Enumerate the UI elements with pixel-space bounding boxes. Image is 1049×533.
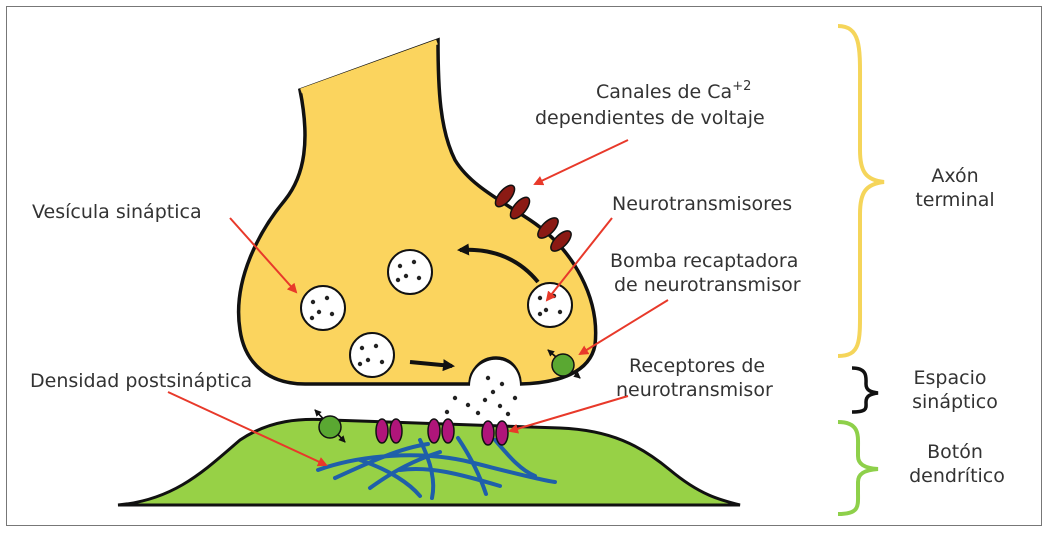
vesicle [301, 286, 345, 330]
label-densidad: Densidad postsináptica [30, 370, 252, 392]
region-axon-line2: terminal [915, 189, 994, 211]
region-boton-line1: Botón [927, 441, 983, 463]
axon-brace [838, 26, 884, 356]
boton-brace [838, 422, 878, 514]
region-boton-line2: dendrítico [909, 465, 1005, 487]
vesicle [528, 283, 572, 327]
label-vesicula: Vesícula sináptica [32, 201, 202, 223]
label-neurotransmisores: Neurotransmisores [612, 193, 792, 215]
label-canales-line1: Canales de Ca+2 [596, 79, 751, 103]
label-canales-line2: dependientes de voltaje [535, 107, 765, 129]
region-espacio-line2: sináptico [912, 391, 998, 413]
espacio-brace [852, 368, 878, 412]
axon-terminal [239, 40, 596, 384]
label-receptores-line1: Receptores de [629, 355, 765, 377]
label-bomba-line1: Bomba recaptadora [610, 250, 798, 272]
label-bomba-line2: de neurotransmisor [614, 274, 801, 296]
arrow-canales [535, 140, 628, 184]
vesicle [350, 333, 394, 377]
arrow-receptores [510, 396, 628, 431]
region-axon-line1: Axón [931, 165, 978, 187]
region-espacio-line1: Espacio [914, 367, 987, 389]
label-receptores-line2: neurotransmisor [616, 379, 773, 401]
vesicle [388, 250, 432, 294]
